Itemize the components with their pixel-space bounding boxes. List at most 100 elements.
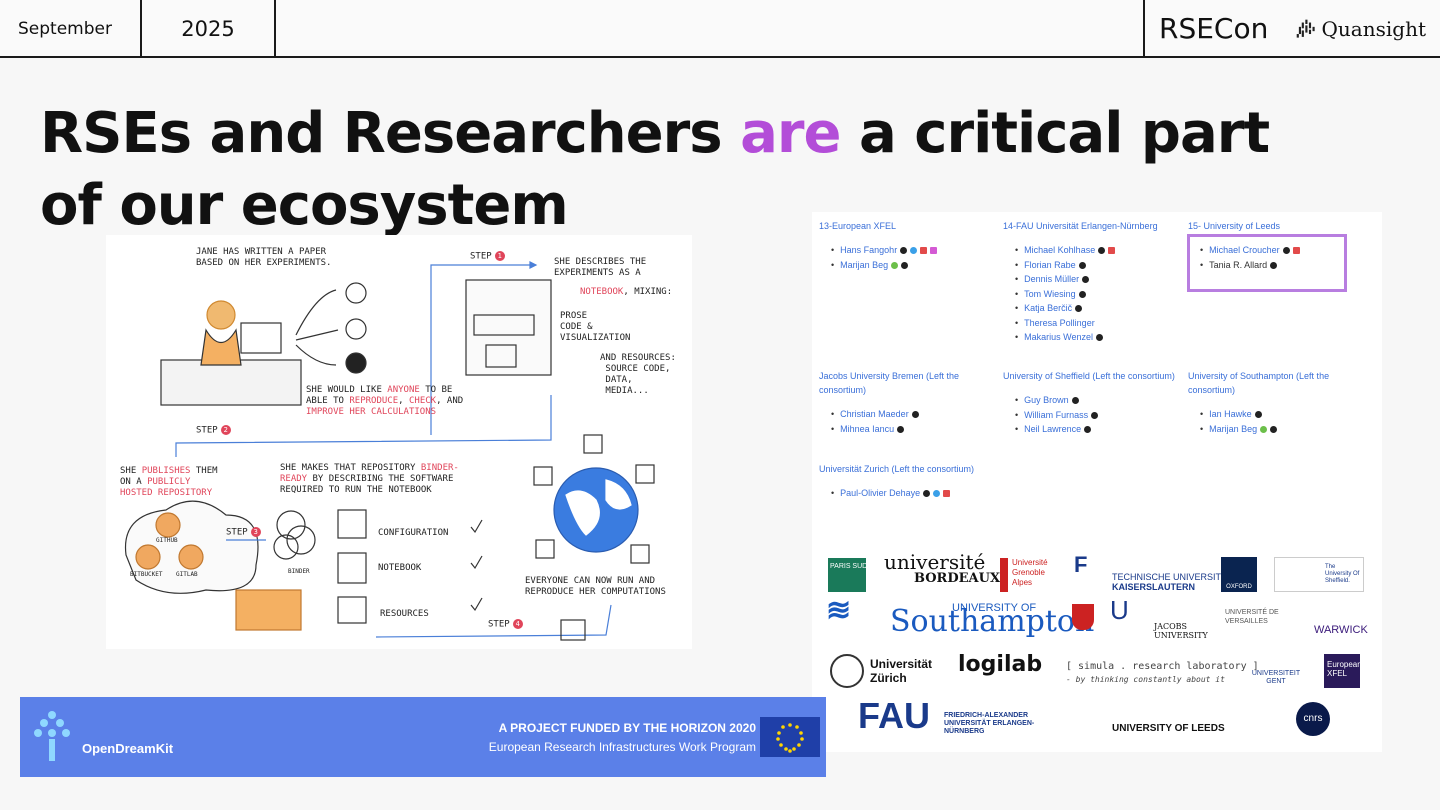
kl-line1: TECHNISCHE UNIVERSITÄT [1112, 572, 1233, 582]
list-item[interactable]: Guy Brown [1015, 393, 1188, 408]
github-icon[interactable] [1254, 411, 1262, 419]
member-name[interactable]: Mihnea Iancu [840, 423, 895, 434]
list-item[interactable]: Christian Maeder [831, 407, 999, 422]
list-item[interactable]: Marijan Beg [1200, 422, 1368, 437]
column-header[interactable]: 14-FAU Universität Erlangen-Nürnberg [1003, 221, 1158, 231]
github-icon[interactable] [901, 261, 909, 269]
xfel-logo: European XFEL [1324, 654, 1362, 688]
member-name[interactable]: Michael Kohlhase [1024, 245, 1096, 255]
github-icon[interactable] [1078, 290, 1086, 298]
github-icon[interactable] [1282, 247, 1290, 255]
github-icon[interactable] [1084, 426, 1092, 434]
gent-logo: UNIVERSITEIT GENT [1251, 670, 1301, 685]
github-icon[interactable] [1078, 261, 1086, 269]
stack-icon[interactable] [1108, 247, 1116, 255]
comic-text-intro: JANE HAS WRITTEN A PAPER BASED ON HER EX… [196, 247, 332, 268]
list-item[interactable]: Marijan Beg [831, 258, 999, 273]
member-name[interactable]: Florian Rabe [1024, 259, 1076, 270]
orcid-icon[interactable] [891, 261, 899, 269]
github-icon[interactable] [897, 425, 905, 433]
list-item[interactable]: Hans Fangohr [831, 243, 999, 258]
quansight-mark-icon [1296, 19, 1315, 38]
github-icon[interactable] [911, 411, 919, 419]
github-icon[interactable] [900, 247, 908, 255]
column-header[interactable]: Jacobs University Bremen (Left the consor… [819, 369, 999, 397]
twitter-icon[interactable] [910, 247, 918, 255]
comic-resources: RESOURCES [380, 609, 429, 619]
header-line2[interactable]: consortium) [819, 385, 867, 395]
list-item[interactable]: Theresa Pollinger [1015, 316, 1183, 331]
list-item[interactable]: Tania R. Allard [1200, 258, 1368, 273]
github-icon[interactable] [1071, 397, 1079, 405]
orcid-icon[interactable] [1260, 425, 1268, 433]
github-icon[interactable] [1082, 276, 1090, 284]
list-item[interactable]: William Furnass [1015, 408, 1188, 423]
column-header[interactable]: University of Sheffield (Left the consor… [1003, 371, 1175, 381]
github-icon[interactable] [923, 490, 931, 498]
member-name[interactable]: Marijan Beg [840, 259, 889, 270]
step3-label: STEP [226, 527, 248, 538]
t5d: , [398, 396, 409, 406]
member-name[interactable]: Hans Fangohr [840, 245, 898, 255]
github-icon[interactable] [1270, 425, 1278, 433]
member-name[interactable]: Tom Wiesing [1024, 288, 1076, 299]
stack-icon[interactable] [920, 247, 928, 255]
member-name[interactable]: Guy Brown [1024, 395, 1069, 405]
column-header[interactable]: University of Southampton (Left the conso… [1188, 369, 1368, 397]
member-name[interactable]: Marijan Beg [1209, 423, 1258, 434]
column-header[interactable]: Universität Zurich (Left the consortium) [819, 464, 975, 474]
orcid-icon[interactable] [930, 247, 938, 255]
list-item[interactable]: Katja Berčič [1015, 301, 1183, 316]
twitter-icon[interactable] [933, 490, 941, 498]
eu-flag-icon [760, 717, 820, 757]
member-name[interactable]: Ian Hawke [1209, 409, 1252, 419]
github-icon[interactable] [1075, 305, 1083, 313]
header-line2[interactable]: consortium) [1188, 385, 1236, 395]
member-name[interactable]: Christian Maeder [840, 409, 909, 419]
list-item[interactable]: Ian Hawke [1200, 407, 1368, 422]
list-item[interactable]: Tom Wiesing [1015, 287, 1183, 302]
list-item[interactable]: Makarius Wenzel [1015, 330, 1183, 345]
member-name[interactable]: Theresa Pollinger [1024, 317, 1095, 328]
list-item[interactable]: Michael Croucher [1200, 243, 1368, 258]
soton-line1: UNIVERSITY OF [952, 602, 1037, 614]
list-item[interactable]: Mihnea Iancu [831, 422, 999, 437]
header-line1[interactable]: University of Southampton (Left the [1188, 371, 1330, 381]
member-name[interactable]: Paul-Olivier Dehaye [840, 488, 921, 498]
list-item[interactable]: Neil Lawrence [1015, 422, 1188, 437]
brand-name: Quansight [1321, 16, 1426, 41]
header-month: September [0, 0, 142, 57]
t5-anyone: ANYONE [387, 385, 420, 395]
member-name[interactable]: William Furnass [1024, 409, 1089, 420]
member-name[interactable]: Katja Berčič [1024, 303, 1073, 313]
github-icon[interactable] [1091, 411, 1099, 419]
member-name[interactable]: Neil Lawrence [1024, 424, 1082, 434]
t5-improve: IMPROVE HER CALCULATIONS [306, 407, 437, 417]
github-icon[interactable] [1270, 261, 1278, 269]
slide-title: RSEs and Researchers are a critical part… [40, 98, 1340, 242]
list-item[interactable]: Michael Kohlhase [1015, 243, 1183, 258]
member-list: Guy Brown William Furnass Neil Lawrence [1003, 393, 1188, 437]
stack-icon[interactable] [1292, 247, 1300, 255]
consortium-panel: 13-European XFEL Hans Fangohr Marijan Be… [812, 212, 1382, 752]
member-name[interactable]: Michael Croucher [1209, 245, 1280, 255]
t6a: SHE [120, 466, 142, 476]
column-header[interactable]: 13-European XFEL [819, 221, 897, 231]
list-item[interactable]: Dennis Müller [1015, 272, 1183, 287]
stack-icon[interactable] [943, 490, 951, 498]
comic-gitlab: GITLAB [176, 571, 198, 578]
t5a: SHE WOULD LIKE [306, 385, 388, 395]
comic-text-describes: SHE DESCRIBES THE EXPERIMENTS AS A [554, 257, 647, 278]
header-line1[interactable]: Jacobs University Bremen (Left the [819, 371, 960, 381]
list-item[interactable]: Florian Rabe [1015, 258, 1183, 273]
column-header[interactable]: 15- University of Leeds [1188, 221, 1281, 231]
list-item[interactable]: Paul-Olivier Dehaye [831, 486, 1059, 501]
title-part2: a critical part of our ecosystem [40, 101, 1270, 238]
github-icon[interactable] [1098, 247, 1106, 255]
opendreamkit-name: OpenDreamKit [82, 741, 174, 756]
member-name[interactable]: Makarius Wenzel [1024, 332, 1094, 342]
github-icon[interactable] [1096, 334, 1104, 342]
member-name[interactable]: Dennis Müller [1024, 274, 1080, 284]
